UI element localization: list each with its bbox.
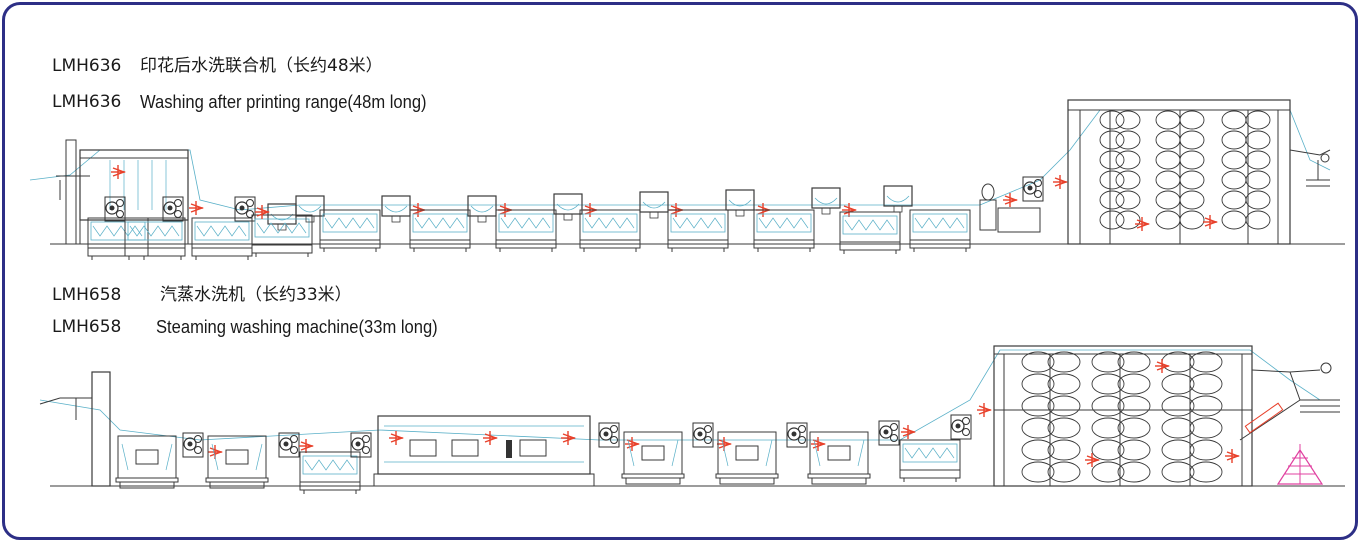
line1-name-en: Washing after printing range(48m long) (140, 92, 427, 112)
line1-wash-units (251, 185, 971, 258)
line2-drawing (39, 345, 1345, 495)
line2-name-en: Steaming washing machine(33m long) (156, 317, 438, 337)
line1-model-cn: LMH636 (52, 56, 122, 76)
line2-model-en: LMH658 (52, 317, 122, 337)
line2-model-cn: LMH658 (52, 285, 122, 305)
line1-name-cn: 印花后水洗联合机（长约48米） (140, 56, 383, 76)
line1-model-en: LMH636 (52, 92, 122, 112)
line2-name-cn: 汽蒸水洗机（长约33米） (160, 285, 352, 305)
line1-drawing (29, 99, 1345, 261)
